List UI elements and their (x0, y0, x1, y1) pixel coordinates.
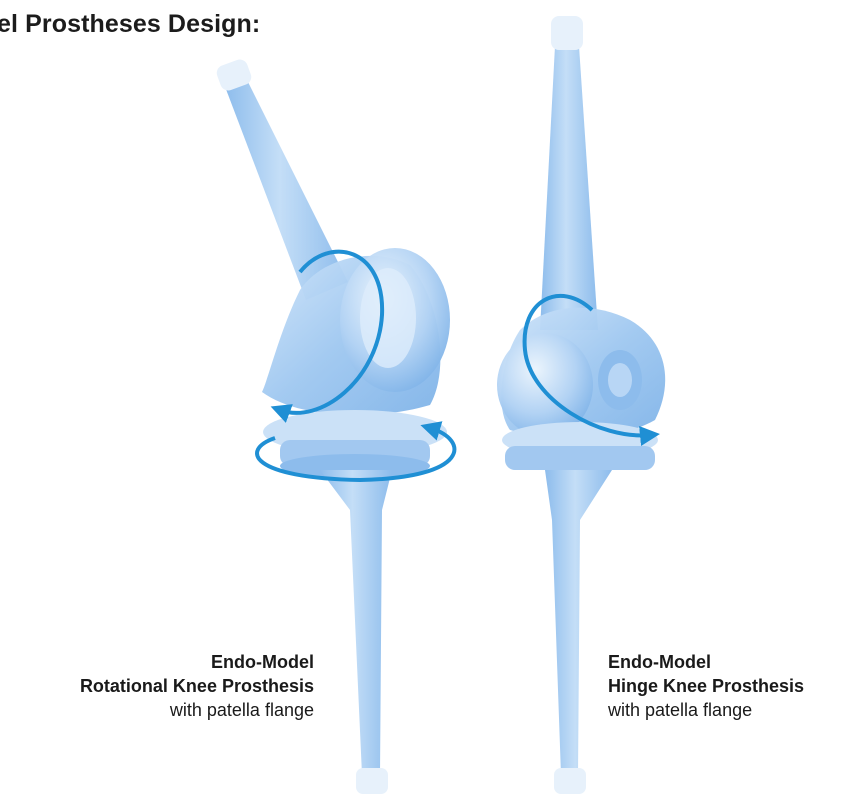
caption-detail: with patella flange (80, 698, 314, 722)
hinge-caption: Endo-Model Hinge Knee Prosthesis with pa… (608, 650, 804, 722)
right-femoral-stem-cap (551, 16, 583, 50)
caption-model: Endo-Model (80, 650, 314, 674)
caption-detail: with patella flange (608, 698, 804, 722)
left-tibial-stem-cap (356, 768, 388, 794)
caption-model: Endo-Model (608, 650, 804, 674)
left-tibial-stem (320, 470, 392, 775)
caption-name: Rotational Knee Prosthesis (80, 674, 314, 698)
rotational-caption: Endo-Model Rotational Knee Prosthesis wi… (80, 650, 314, 722)
right-femoral-stem (540, 46, 598, 330)
caption-name: Hinge Knee Prosthesis (608, 674, 804, 698)
right-tibial-stem-cap (554, 768, 586, 794)
right-tibial-stem (545, 470, 612, 775)
right-condyle (497, 333, 593, 437)
